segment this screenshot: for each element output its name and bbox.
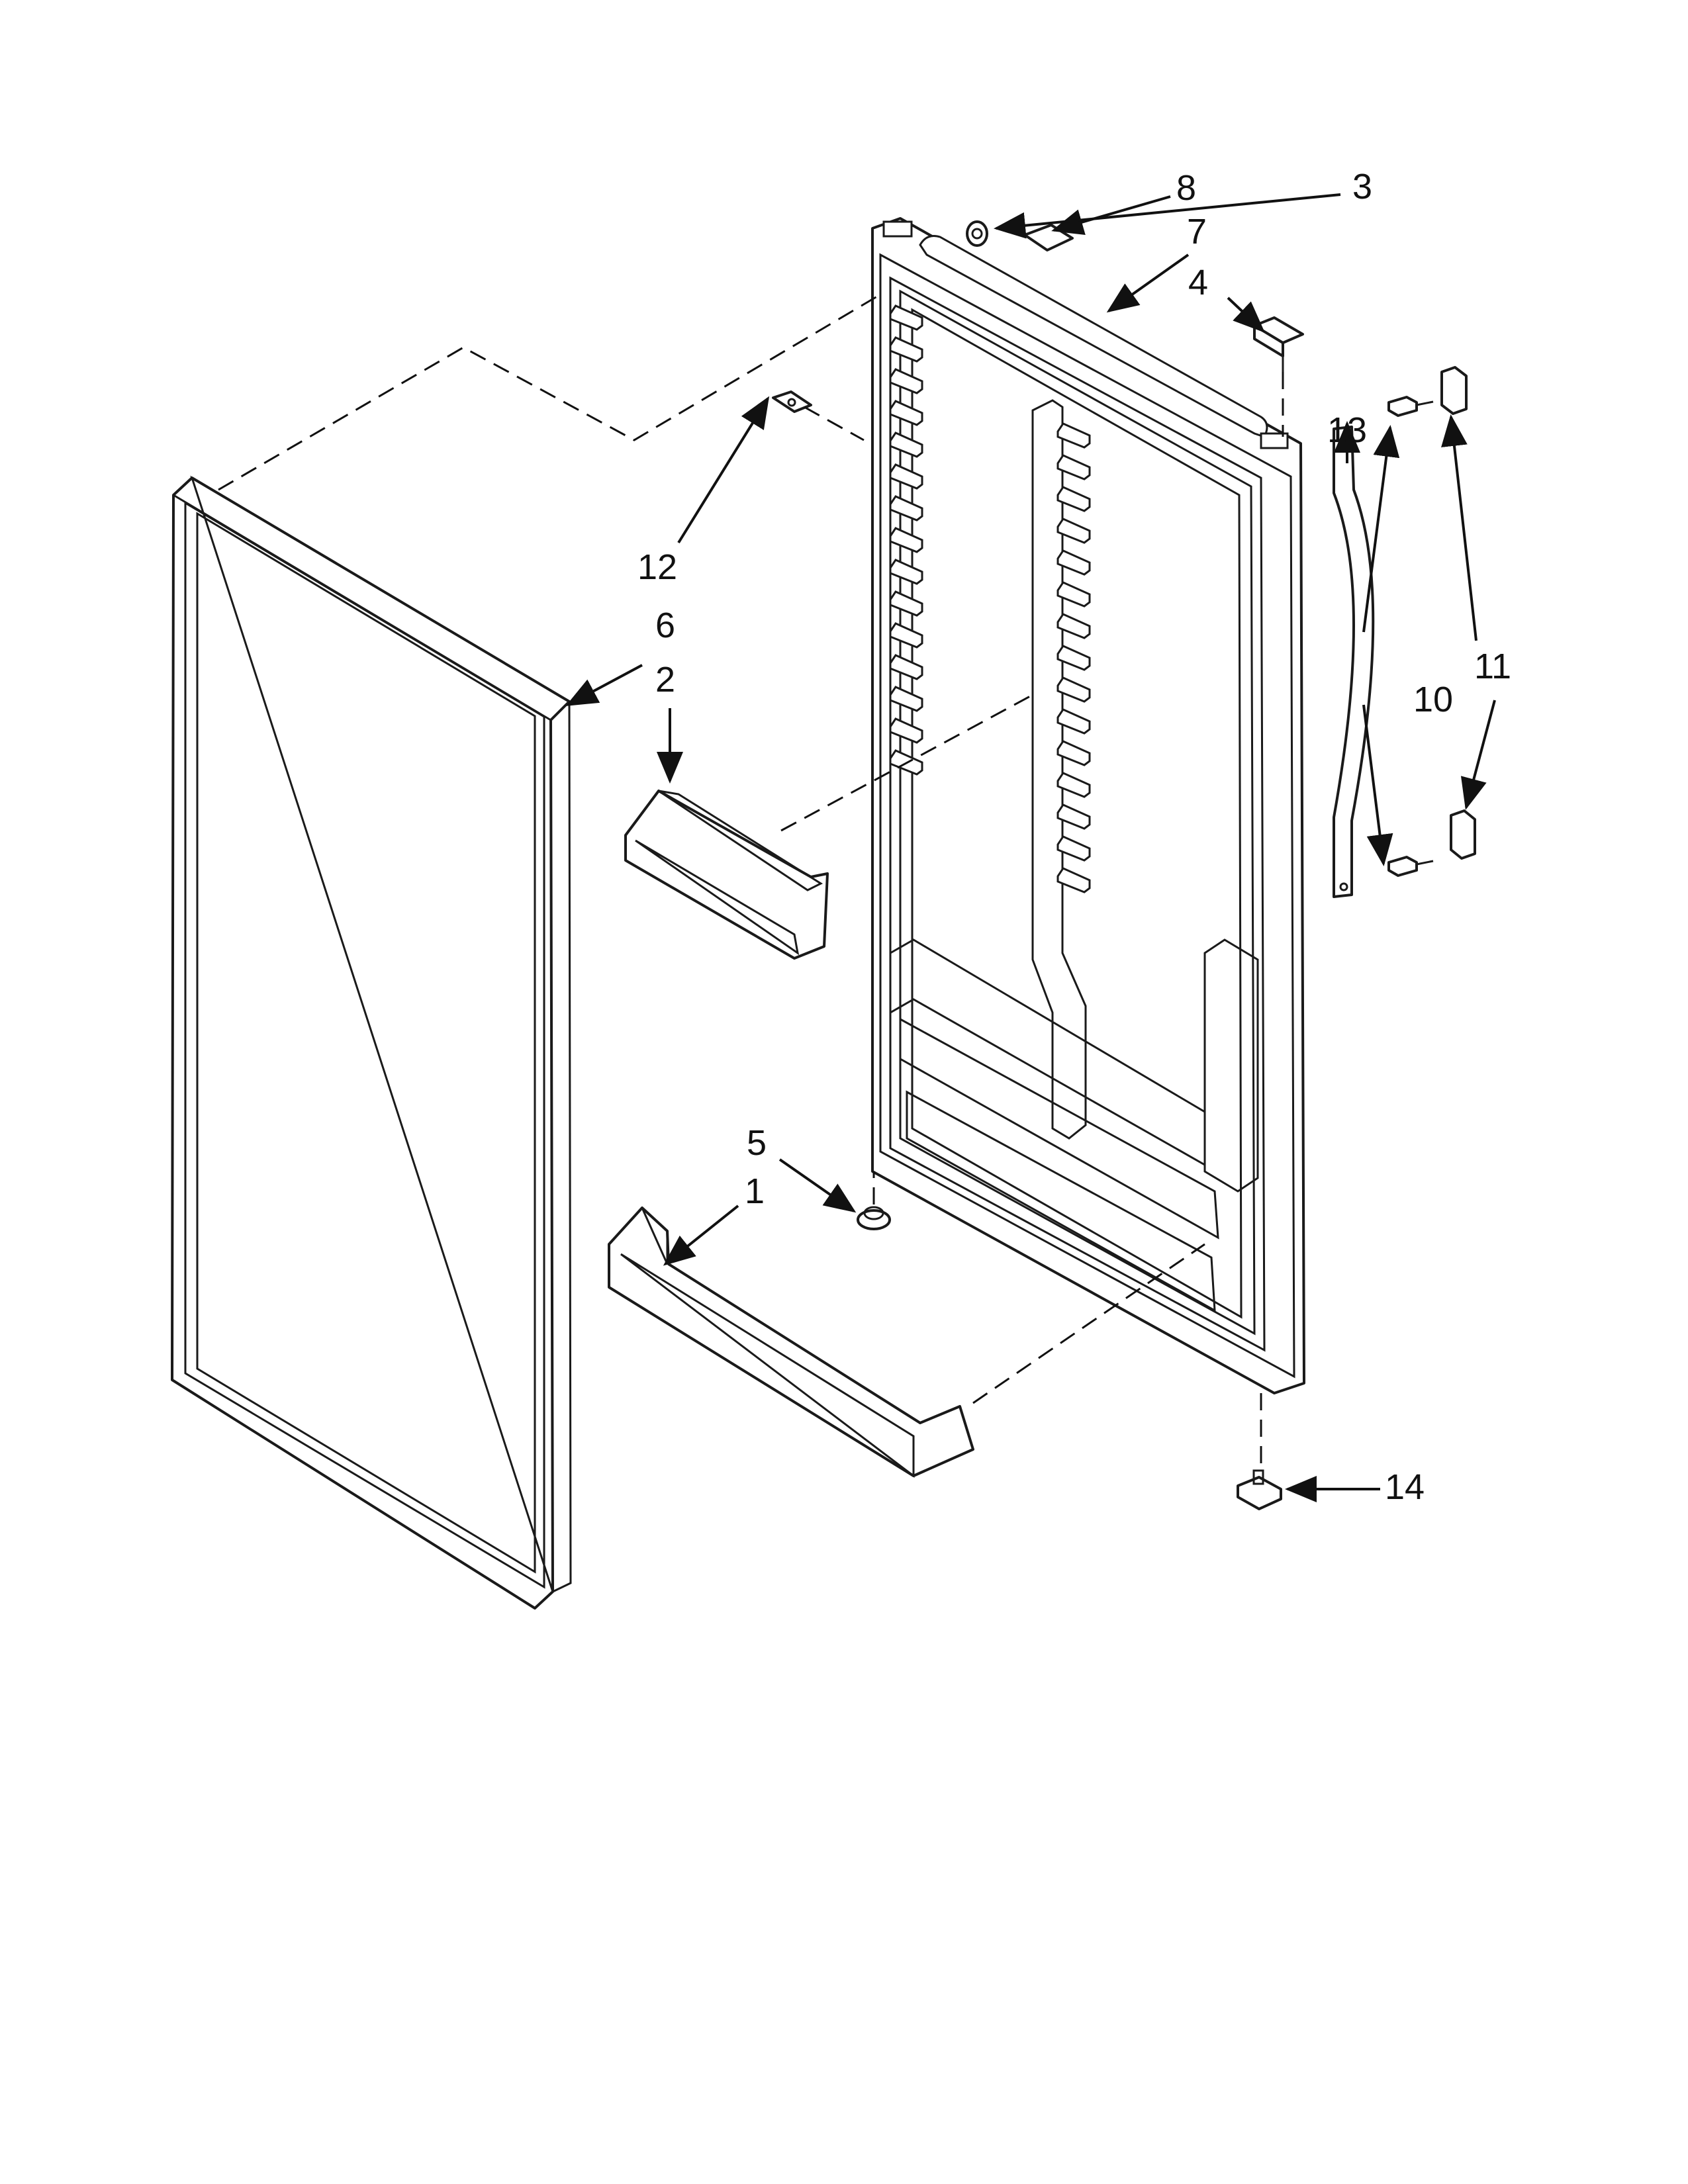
- clip-part: [772, 390, 812, 413]
- callout-6: 6: [655, 606, 675, 645]
- leader-3-to-plug: [994, 193, 1341, 239]
- shelf-rib: [889, 559, 923, 585]
- shelf-rib: [1056, 645, 1091, 671]
- callout-8: 8: [1176, 168, 1196, 208]
- shelf-rib: [1056, 486, 1091, 512]
- handle-end-caps: [1440, 366, 1476, 860]
- handle-screws: [1387, 396, 1434, 877]
- bottom-hinge-part: [1237, 1469, 1282, 1510]
- shelf-rib: [889, 686, 923, 712]
- shelf-rib: [1056, 867, 1091, 893]
- callout-3: 3: [1352, 167, 1372, 206]
- shelf-rib: [1056, 803, 1091, 830]
- shelf-rib: [1056, 772, 1091, 798]
- door-handle: [1333, 426, 1375, 898]
- top-hinge-part: [1253, 316, 1304, 372]
- shelf-rib: [889, 400, 923, 426]
- shelf-rib: [1056, 740, 1091, 766]
- shelf-rib: [1056, 581, 1091, 608]
- shelf-rib: [889, 304, 923, 331]
- shelf-rib: [889, 654, 923, 680]
- callout-10: 10: [1413, 680, 1453, 719]
- callout-4: 4: [1188, 263, 1208, 302]
- shelf-rib: [889, 463, 923, 490]
- shelf-rib: [889, 717, 923, 744]
- assembly-dashed-lines: [218, 293, 1284, 1471]
- callout-5: 5: [747, 1123, 767, 1163]
- shelf-rib: [1056, 454, 1091, 480]
- shelf-rib: [889, 622, 923, 649]
- shelf-rib: [889, 495, 923, 522]
- shelf-rib: [889, 432, 923, 458]
- callout-13: 13: [1327, 410, 1367, 450]
- door-bin-large: [608, 1206, 974, 1479]
- shelf-rib: [1056, 518, 1091, 544]
- shelf-rib: [1056, 835, 1091, 862]
- shelf-rib: [1056, 422, 1091, 449]
- knob-part: [857, 1206, 891, 1230]
- shelf-rib: [1056, 708, 1091, 735]
- label-part: [1023, 224, 1074, 251]
- callout-labels: 8 3 7 4 13 12 6 2 11 10 5 1 14: [637, 167, 1511, 1507]
- shelf-rib: [889, 590, 923, 617]
- right-shelf-ribs: [1056, 422, 1091, 893]
- shelf-rib: [889, 336, 923, 363]
- callout-leaders: [565, 195, 1496, 1502]
- callout-12: 12: [637, 547, 677, 587]
- shelf-rib: [1056, 613, 1091, 639]
- shelf-rib: [889, 527, 923, 553]
- callout-7: 7: [1187, 212, 1207, 251]
- door-gasket: [171, 475, 572, 1610]
- door-liner: [871, 217, 1305, 1394]
- door-bin-small: [624, 790, 829, 960]
- callout-14: 14: [1385, 1467, 1425, 1507]
- plug-part: [966, 220, 988, 247]
- shelf-rib: [1056, 549, 1091, 576]
- shelf-rib: [889, 368, 923, 394]
- callout-1: 1: [745, 1171, 765, 1211]
- shelf-rib: [1056, 676, 1091, 703]
- callout-2: 2: [655, 660, 675, 700]
- callout-11: 11: [1474, 647, 1511, 686]
